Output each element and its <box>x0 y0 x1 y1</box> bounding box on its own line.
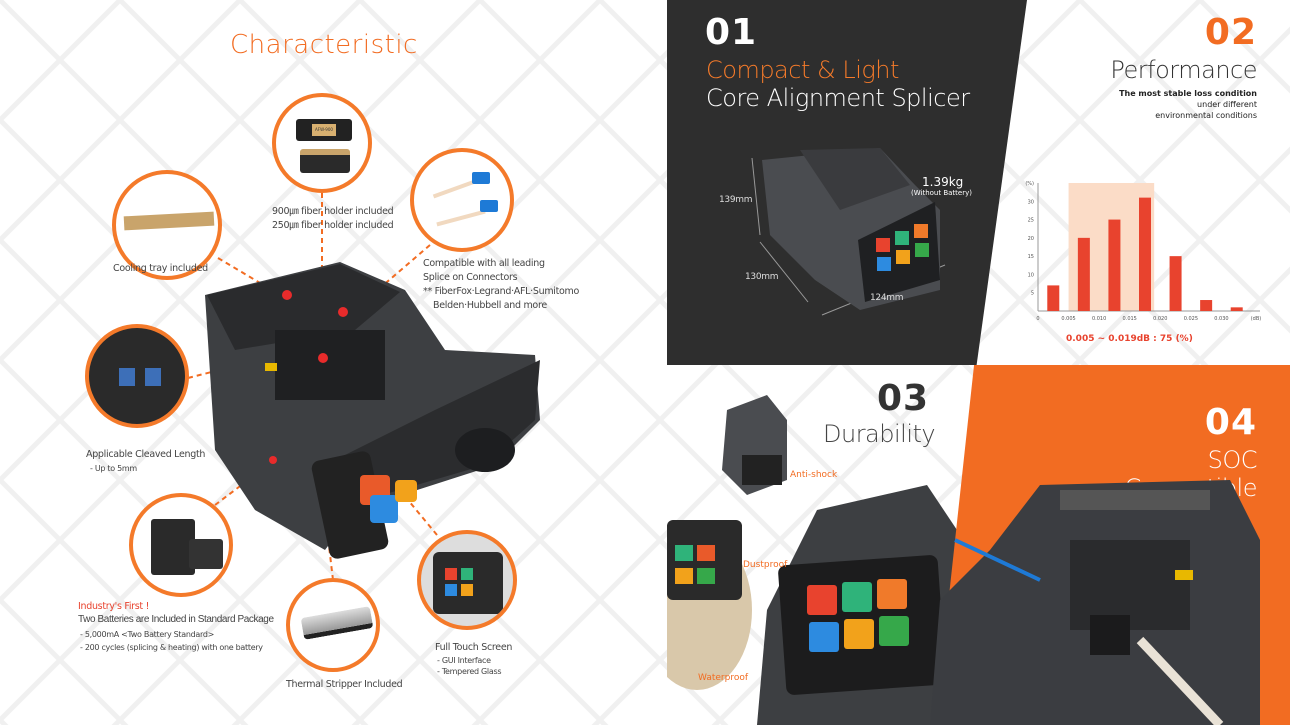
cleave-image-2 <box>145 368 161 386</box>
panel-02-number: 02 <box>1204 12 1257 53</box>
connector-image-2 <box>480 200 498 212</box>
loss-distribution-chart: 0 0.005 0.010 0.015 0.020 0.025 0.030 (dB) 5 10 15… <box>1025 181 1262 322</box>
desc-line: under different <box>1197 100 1257 109</box>
connector-line: Compatible with all leading <box>423 258 545 269</box>
battery-image-2 <box>189 539 223 569</box>
stripper-image <box>300 606 374 640</box>
tag-dustproof: Dustproof <box>743 560 788 570</box>
weight-note: (Without Battery) <box>911 189 972 197</box>
y-tick-label: 20 <box>1028 236 1034 242</box>
splicer-device-image <box>205 262 540 559</box>
panel-03-title: Durability <box>823 420 936 448</box>
stripper-label: Thermal Stripper Included <box>286 679 403 690</box>
y-tick-label: 5 <box>1031 291 1034 297</box>
connector-fiber-2 <box>436 209 486 227</box>
y-tick-label: 25 <box>1028 218 1034 224</box>
durability-images <box>667 395 957 725</box>
battery-image <box>151 519 195 575</box>
weight-value: 1.39kg <box>922 175 964 189</box>
screen-line: - Tempered Glass <box>437 667 502 676</box>
panel-04-number: 04 <box>1204 402 1257 443</box>
fiber-holder-circle: AFW-900 <box>272 93 372 193</box>
connector-text: Compatible with all leading Splice on Co… <box>423 257 579 313</box>
cleave-sub: - Up to 5mm <box>90 464 137 473</box>
connector-circle <box>410 148 514 252</box>
connector-image <box>472 172 490 184</box>
desc-line: The most stable loss condition <box>1119 89 1257 98</box>
y-tick-label: 30 <box>1028 199 1034 205</box>
battery-title: Two Batteries are Included in Standard P… <box>78 614 274 625</box>
x-tick-label: 0.010 <box>1092 316 1106 322</box>
y-unit-label: (%) <box>1025 181 1034 187</box>
bar-0.020-0.025 <box>1169 256 1182 311</box>
cleave-circle <box>85 324 189 428</box>
battery-circle <box>129 493 233 597</box>
panel-02-title: Performance <box>1110 56 1257 84</box>
tag-anti-shock: Anti-shock <box>790 470 838 480</box>
y-tick-label: 10 <box>1028 272 1034 278</box>
panel-01-title-orange: Compact & Light <box>706 56 899 84</box>
chart-annotation: 0.005 ~ 0.019dB : 75 (%) <box>1066 334 1193 344</box>
x-unit-label: (dB) <box>1251 316 1262 322</box>
bar-0.005-0.010 <box>1077 237 1090 311</box>
touchscreen-image <box>433 552 503 614</box>
x-tick-label: 0.030 <box>1214 316 1228 322</box>
width-dimension: 124mm <box>870 293 904 303</box>
fiber-holder-image: AFW-900 <box>296 119 352 141</box>
x-tick-label: 0.015 <box>1123 316 1137 322</box>
bar-0.025-0.030 <box>1200 300 1213 311</box>
screen-title: Full Touch Screen <box>435 642 513 653</box>
height-dimension: 139mm <box>719 195 753 205</box>
panel-01-number: 01 <box>705 12 758 53</box>
tag-waterproof: Waterproof <box>698 673 749 683</box>
panel-02-desc: The most stable loss condition under dif… <box>1119 88 1257 121</box>
cooling-tray-circle <box>112 170 222 280</box>
panel-03-number: 03 <box>877 378 930 419</box>
fiber-holder-label: AFW-900 <box>312 124 336 136</box>
compact-device-image <box>751 148 946 316</box>
x-tick-label: 0 <box>1036 316 1039 322</box>
soc-device-image <box>930 480 1260 725</box>
title-line: SOC <box>1207 446 1258 474</box>
panel-01-title-white: Core Alignment Splicer <box>706 84 970 112</box>
connector-line: Splice on Connectors <box>423 272 518 283</box>
x-tick-label: 0.025 <box>1184 316 1198 322</box>
connector-line: Belden·Hubbell and more <box>433 300 547 311</box>
battery-first-label: Industry's First ! <box>78 601 150 612</box>
fiber-holder-250-label: 250㎛ fiber holder included <box>272 220 394 231</box>
screen-line: - GUI Interface <box>437 656 491 665</box>
desc-line: environmental conditions <box>1155 111 1257 120</box>
connector-line: ** FiberFox·Legrand·AFL·Sumitomo <box>423 286 580 297</box>
y-tick-label: 15 <box>1028 254 1034 260</box>
x-tick-label: 0.020 <box>1153 316 1167 322</box>
bar-0.030-0.035 <box>1230 307 1243 311</box>
battery-line: - 200 cycles (splicing & heating) with o… <box>80 643 263 652</box>
characteristic-title: Characteristic <box>230 30 418 60</box>
bar-0.015-0.020 <box>1139 197 1151 311</box>
fiber-holder-900-label: 900㎛ fiber holder included <box>272 206 394 217</box>
bar-0.010-0.015 <box>1108 219 1121 311</box>
cleave-image <box>119 368 135 386</box>
touchscreen-circle <box>417 530 517 630</box>
depth-dimension: 130mm <box>745 272 779 282</box>
cooling-tray-label: Cooling tray included <box>113 263 208 274</box>
cleave-title: Applicable Cleaved Length <box>86 449 206 460</box>
battery-line: - 5,000mA <Two Battery Standard> <box>80 630 215 639</box>
stripper-circle <box>286 578 380 672</box>
fiber-holder-image-2 <box>300 149 350 173</box>
cooling-tray-image <box>123 211 215 231</box>
bar-0-0.005 <box>1047 285 1060 311</box>
x-tick-label: 0.005 <box>1061 316 1075 322</box>
